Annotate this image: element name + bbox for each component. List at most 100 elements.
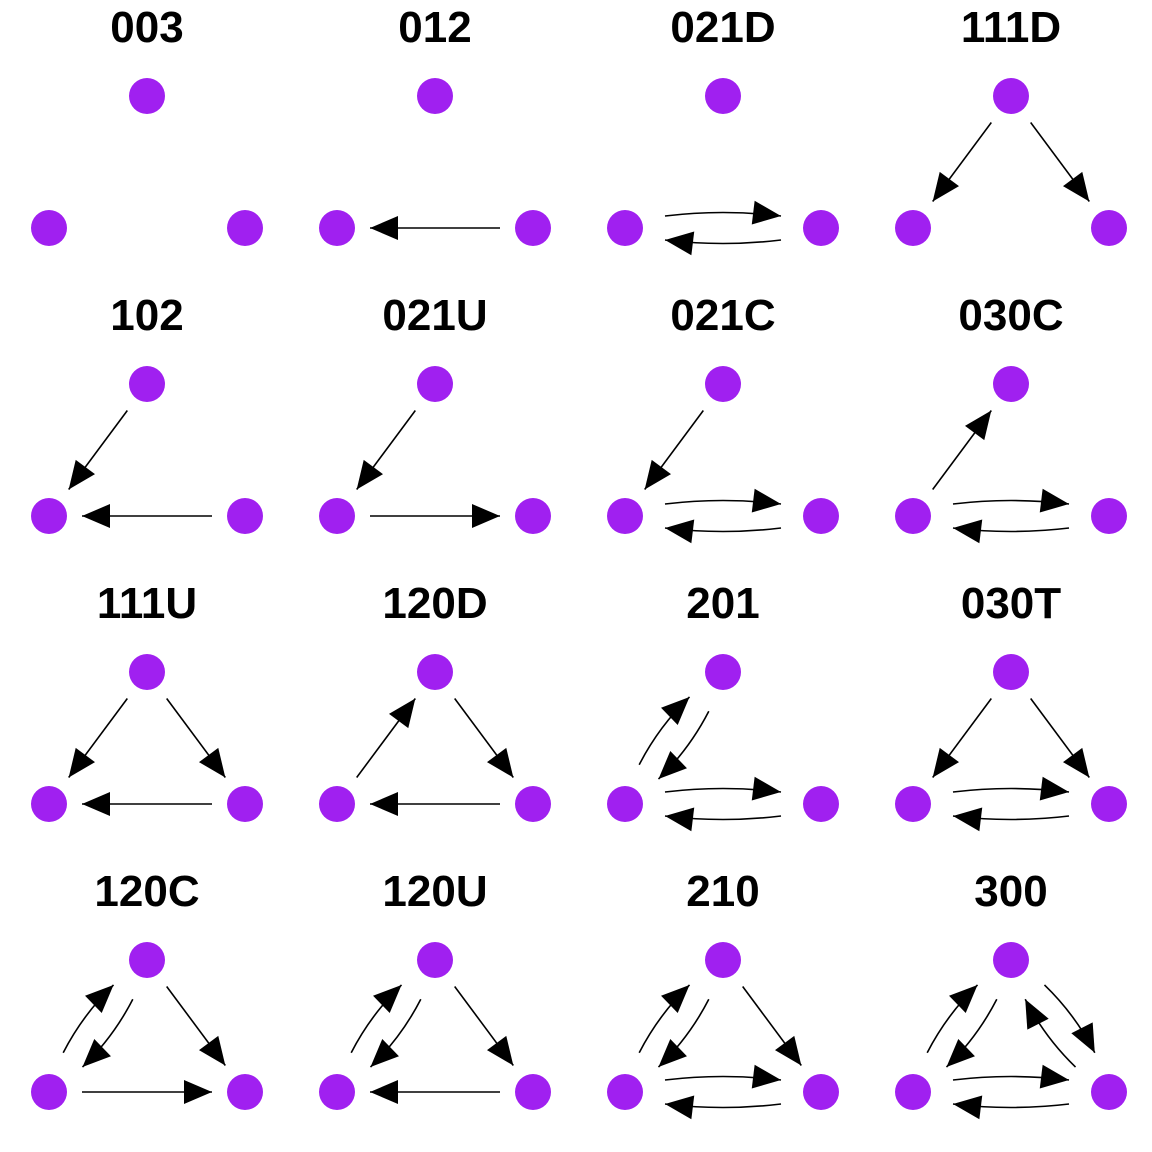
edge-B-C-arrowhead (751, 200, 781, 225)
panel-label: 120C (94, 867, 199, 916)
node-C (803, 786, 839, 822)
edge-A-C-arrowhead (487, 747, 514, 778)
panel-label: 021U (382, 291, 487, 340)
edge-C-B-arrowhead (370, 216, 398, 240)
edge-A-B-arrowhead (946, 1038, 975, 1068)
node-C (515, 786, 551, 822)
panel-label: 021D (670, 3, 775, 52)
triad-panel: 021C (607, 291, 839, 544)
triad-panel: 300 (895, 867, 1127, 1120)
edge-B-C-arrowhead (751, 488, 781, 513)
node-A (129, 654, 165, 690)
edge-C-B-arrowhead (82, 792, 110, 816)
node-B (31, 498, 67, 534)
triad-panel: 030T (895, 579, 1127, 832)
triad-panel: 201 (607, 579, 839, 832)
node-A (129, 78, 165, 114)
edge-C-B-arrowhead (665, 231, 695, 256)
node-C (1091, 1074, 1127, 1110)
node-A (705, 654, 741, 690)
node-C (803, 1074, 839, 1110)
node-B (31, 210, 67, 246)
node-B (607, 1074, 643, 1110)
edge-C-B-arrowhead (665, 807, 695, 832)
edge-B-C-arrowhead (1039, 776, 1069, 801)
node-C (227, 786, 263, 822)
node-B (319, 210, 355, 246)
edge-A-B-arrowhead (658, 1038, 687, 1068)
node-B (895, 1074, 931, 1110)
node-B (31, 786, 67, 822)
node-C (515, 210, 551, 246)
panel-label: 030C (958, 291, 1063, 340)
edge-C-B-arrowhead (953, 519, 983, 544)
node-B (607, 498, 643, 534)
node-C (803, 210, 839, 246)
node-C (515, 498, 551, 534)
edge-C-B-arrowhead (370, 792, 398, 816)
edge-B-C-arrowhead (751, 1064, 781, 1089)
node-A (705, 942, 741, 978)
node-A (417, 78, 453, 114)
node-A (705, 366, 741, 402)
panel-label: 021C (670, 291, 775, 340)
node-C (515, 1074, 551, 1110)
node-C (227, 210, 263, 246)
node-C (227, 498, 263, 534)
node-C (1091, 786, 1127, 822)
node-A (993, 366, 1029, 402)
node-A (993, 654, 1029, 690)
node-C (1091, 210, 1127, 246)
edge-C-B-arrowhead (370, 1080, 398, 1104)
edge-C-B-arrowhead (665, 1095, 695, 1120)
panel-label: 102 (110, 291, 183, 340)
triad-panel: 102 (31, 291, 263, 534)
edge-B-A-arrowhead (85, 984, 114, 1014)
node-A (129, 942, 165, 978)
edge-A-B-arrowhead (932, 171, 959, 202)
node-B (319, 1074, 355, 1110)
node-B (319, 498, 355, 534)
triad-panel: 012 (319, 3, 551, 246)
triad-panel: 210 (607, 867, 839, 1120)
edge-B-A-arrowhead (949, 984, 978, 1014)
edge-A-B-arrowhead (658, 750, 687, 780)
node-A (417, 366, 453, 402)
edge-A-B-arrowhead (932, 747, 959, 778)
triad-panel: 003 (31, 3, 263, 246)
node-B (607, 786, 643, 822)
edge-B-A-arrowhead (373, 984, 402, 1014)
edge-B-C-arrowhead (1039, 1064, 1069, 1089)
node-A (993, 942, 1029, 978)
edge-B-A-arrowhead (661, 696, 690, 726)
node-B (895, 786, 931, 822)
triad-panel: 021U (319, 291, 551, 534)
edge-A-B-arrowhead (644, 459, 671, 490)
node-A (129, 366, 165, 402)
edge-A-C-arrowhead (775, 1035, 802, 1066)
edge-C-B-arrowhead (665, 519, 695, 544)
node-C (227, 1074, 263, 1110)
node-B (319, 786, 355, 822)
panel-label: 111D (961, 3, 1061, 52)
triad-panel: 030C (895, 291, 1127, 544)
edge-C-B-arrowhead (953, 807, 983, 832)
panel-label: 210 (686, 867, 759, 916)
panel-label: 030T (961, 579, 1061, 628)
node-A (417, 654, 453, 690)
panel-label: 111U (97, 579, 197, 628)
edge-A-B-arrowhead (68, 747, 95, 778)
panel-label: 201 (686, 579, 759, 628)
edge-C-A-arrowhead (1025, 999, 1049, 1030)
triad-panel: 021D (607, 3, 839, 256)
panel-label: 003 (110, 3, 183, 52)
edge-C-B-arrowhead (953, 1095, 983, 1120)
triad-panel: 111U (31, 579, 263, 822)
panel-label: 120U (382, 867, 487, 916)
edge-B-C-arrowhead (1039, 488, 1069, 513)
edge-B-C-arrowhead (751, 776, 781, 801)
edge-A-B-arrowhead (82, 1038, 111, 1068)
edge-B-C-arrowhead (472, 504, 500, 528)
